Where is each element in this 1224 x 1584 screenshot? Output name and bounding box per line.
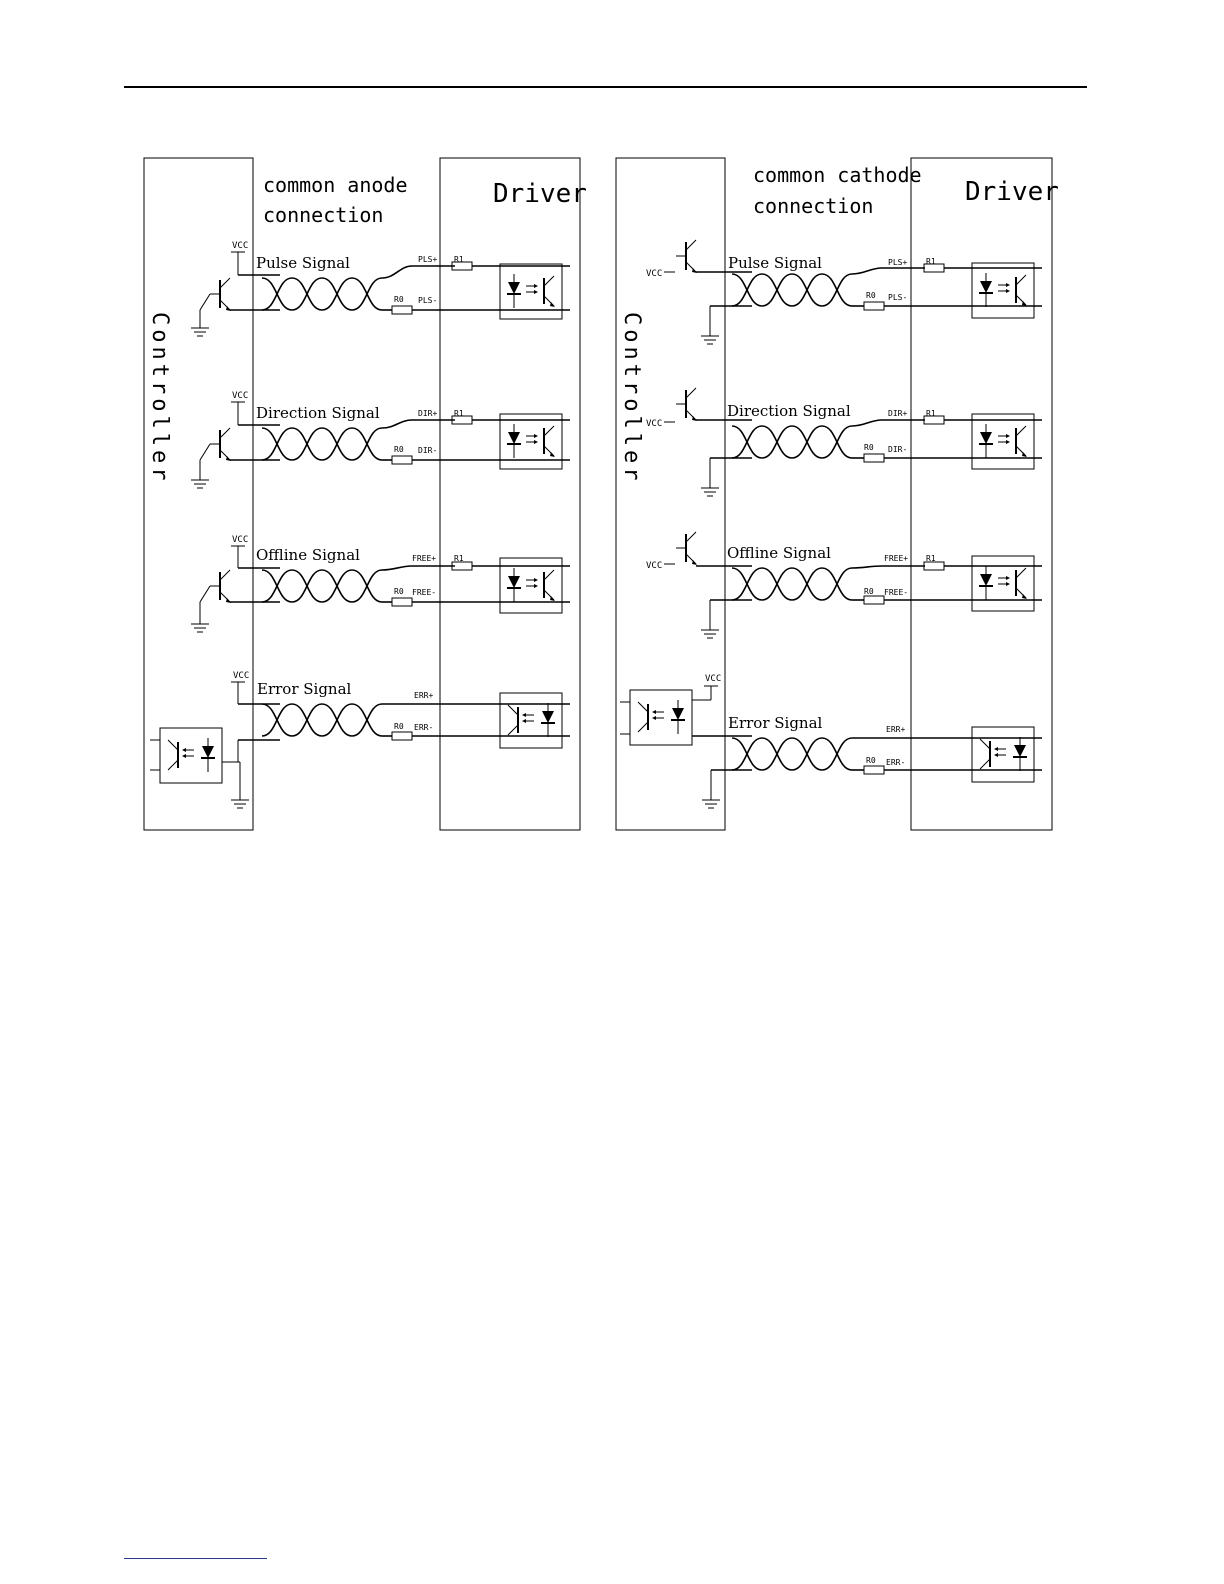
left-row-offline: VCC Offline Signal FREE+ FREE- R0 R1 (190, 535, 570, 633)
pin-minus-label: PLS- (418, 296, 437, 305)
right-controller-box (615, 157, 726, 831)
right-title-line1: common cathode (753, 163, 922, 187)
signal-label: Direction Signal (727, 402, 851, 420)
r0-label: R0 (394, 445, 404, 454)
r1-label: R1 (926, 554, 936, 563)
footnote-rule (124, 1558, 267, 1559)
left-title-line1: common anode (263, 173, 408, 197)
pin-minus-label: ERR- (414, 723, 433, 732)
vcc-label: VCC (232, 241, 248, 251)
r1-label: R1 (454, 255, 464, 264)
left-controller-label: Controller (147, 312, 172, 484)
right-row-offline: VCC Offline Signal FREE+ FREE- R0 R1 (646, 531, 1042, 639)
header-rule (124, 86, 1087, 88)
left-row-pulse: VCC Pulse Signal PLS+ PLS- R0 R1 (190, 241, 570, 337)
left-driver-box (439, 157, 581, 831)
pin-minus-label: FREE- (412, 588, 436, 597)
right-driver-label: Driver (965, 177, 1059, 207)
vcc-label: VCC (233, 671, 249, 681)
pin-minus-label: ERR- (886, 758, 905, 767)
right-title-line2: connection (753, 194, 873, 218)
pin-plus-label: FREE+ (884, 554, 908, 563)
r0-label: R0 (394, 587, 404, 596)
pin-plus-label: PLS+ (418, 255, 437, 264)
vcc-label: VCC (646, 419, 662, 429)
pin-plus-label: DIR+ (888, 409, 907, 418)
left-title-line2: connection (263, 203, 383, 227)
vcc-label: VCC (232, 391, 248, 401)
signal-label: Pulse Signal (256, 254, 350, 272)
signal-label: Direction Signal (256, 404, 380, 422)
r0-label: R0 (864, 443, 874, 452)
r0-label: R0 (864, 587, 874, 596)
pin-plus-label: PLS+ (888, 258, 907, 267)
signal-label: Error Signal (728, 714, 823, 732)
signal-label: Offline Signal (256, 546, 360, 564)
signal-label: Pulse Signal (728, 254, 822, 272)
pin-minus-label: DIR- (418, 446, 437, 455)
right-row-direction: VCC Direction Signal DIR+ DIR- R0 R1 (646, 387, 1042, 497)
right-row-error: VCC Error Signal ERR+ ERR- R0 (620, 674, 1042, 809)
pin-minus-label: FREE- (884, 588, 908, 597)
left-row-error: VCC Error Signal ERR+ ERR- R0 (150, 671, 570, 809)
left-diagram: common anode connection Driver Controlle… (143, 157, 587, 831)
signal-label: Error Signal (257, 680, 352, 698)
vcc-label: VCC (646, 269, 662, 279)
left-driver-label: Driver (493, 179, 587, 209)
right-controller-label: Controller (619, 312, 644, 484)
right-driver-box (910, 157, 1053, 831)
pin-plus-label: DIR+ (418, 409, 437, 418)
r0-label: R0 (394, 295, 404, 304)
pin-plus-label: ERR+ (414, 691, 433, 700)
vcc-label: VCC (232, 535, 248, 545)
r0-label: R0 (394, 722, 404, 731)
vcc-label: VCC (705, 674, 721, 684)
right-diagram: common cathode connection Driver Control… (615, 157, 1059, 831)
r1-label: R1 (454, 554, 464, 563)
pin-plus-label: FREE+ (412, 554, 436, 563)
left-row-direction: VCC Direction Signal DIR+ DIR- R0 R1 (190, 391, 570, 489)
signal-label: Offline Signal (727, 544, 831, 562)
vcc-label: VCC (646, 561, 662, 571)
pin-minus-label: DIR- (888, 445, 907, 454)
r1-label: R1 (926, 409, 936, 418)
pin-plus-label: ERR+ (886, 725, 905, 734)
pin-minus-label: PLS- (888, 293, 907, 302)
left-controller-box (143, 157, 254, 831)
r1-label: R1 (454, 409, 464, 418)
r0-label: R0 (866, 756, 876, 765)
right-row-pulse: VCC Pulse Signal PLS+ PLS- R0 R1 (646, 239, 1042, 345)
r0-label: R0 (866, 291, 876, 300)
r1-label: R1 (926, 257, 936, 266)
